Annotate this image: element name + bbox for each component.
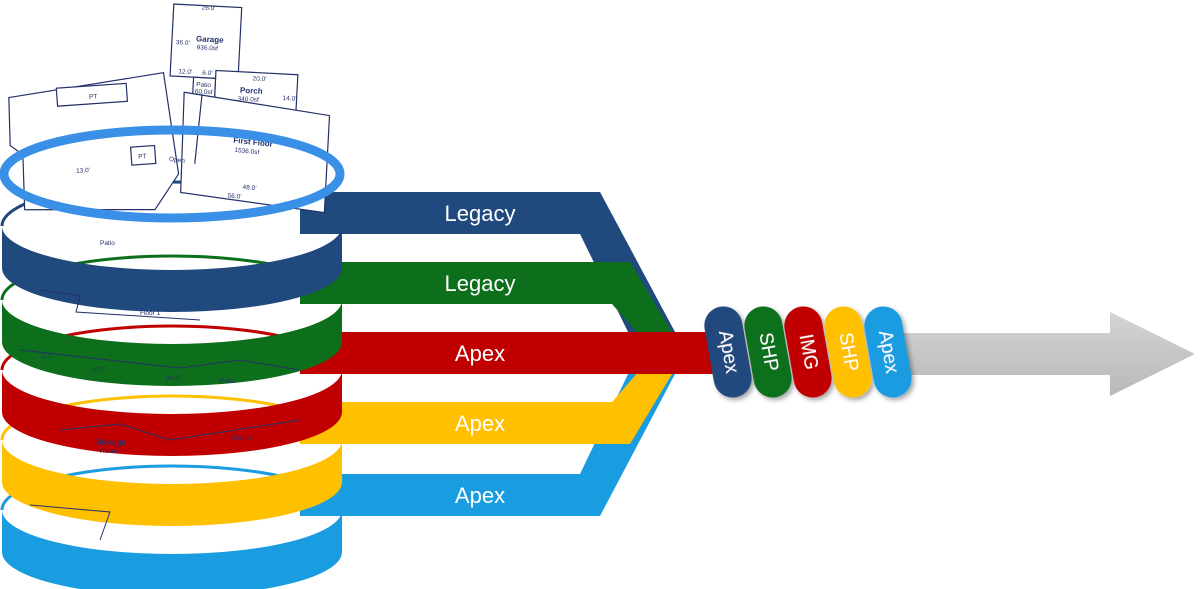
open-label: Open — [169, 156, 186, 165]
patio-title: Patio — [196, 81, 212, 89]
storage-sub: Room — [100, 448, 117, 455]
band-3 — [300, 332, 720, 374]
dim-175-label: 17.5' — [92, 367, 106, 374]
dim-12-label: 12.0' — [178, 68, 192, 76]
pill-3: IMG — [784, 306, 832, 398]
database-cylinder — [0, 180, 344, 589]
floor-plan-fragments: Floor 1 Floor 1 Patio Patio 11.5' 17.5' … — [19, 240, 301, 541]
garage-title: Garage — [196, 34, 225, 44]
cylinder-top-ring — [0, 125, 345, 223]
floor-plan-drawing: 26.0' Garage 936.0sf 36.0' 12.0' 6.0' 6.… — [8, 3, 331, 214]
band-5 — [300, 370, 675, 516]
dim-13-label: 13.0' — [76, 167, 90, 175]
band-4 — [300, 370, 672, 444]
band-label-4: Apex — [455, 411, 505, 436]
output-arrow — [900, 312, 1195, 396]
pill-5: Apex — [864, 306, 912, 398]
band-1 — [300, 192, 675, 336]
dim-56-label: 56.0' — [227, 192, 242, 200]
patio-2-label: Patio — [100, 240, 115, 247]
patio-3-label: Patio — [220, 378, 235, 385]
pt-room-1 — [55, 82, 129, 107]
band-2 — [300, 262, 672, 336]
pill-1: Apex — [704, 306, 752, 398]
porch-title: Porch — [240, 86, 263, 96]
pill-4: SHP — [824, 306, 872, 398]
dim-14-label: 14.0' — [282, 95, 296, 103]
garage-area: 936.0sf — [196, 44, 218, 52]
dim-115-label: 11.5' — [40, 353, 53, 360]
pt-room-2 — [129, 144, 157, 166]
patio-area: 60.0sf — [195, 88, 213, 96]
floor1-b-label: Floor 1 — [232, 435, 253, 442]
porch-area: 340.0sf — [237, 96, 259, 104]
first-floor-sheet — [180, 91, 331, 214]
band-label-2: Legacy — [445, 271, 516, 296]
dim-6-label: 6.0' — [202, 70, 213, 78]
garage-depth-label: 36.0' — [176, 39, 190, 47]
floor1-a-label: Floor 1 — [140, 310, 161, 317]
band-label-1: Legacy — [445, 201, 516, 226]
dim-243-label: 24.3' — [166, 375, 180, 382]
pt-label-2: PT — [138, 153, 147, 161]
dim-48-label: 48.0' — [242, 184, 257, 192]
storage-title: Storage — [96, 438, 126, 447]
pill-2: SHP — [744, 306, 792, 398]
pt-label-1: PT — [89, 93, 98, 101]
band-label-3: Apex — [455, 341, 505, 366]
band-label-5: Apex — [455, 483, 505, 508]
first-floor-area: 1536.0sf — [234, 147, 260, 157]
garage-width-label: 26.0' — [201, 5, 215, 13]
dim-20-label: 20.0' — [252, 75, 266, 83]
